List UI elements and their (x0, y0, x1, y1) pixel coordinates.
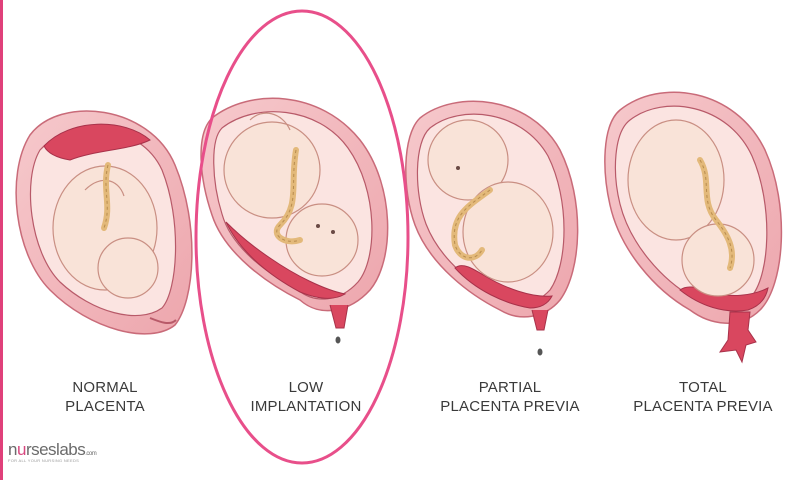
caption-line-1: TOTAL (618, 378, 788, 397)
uterus-normal-placenta (16, 111, 192, 334)
logo-prefix: n (8, 440, 17, 459)
logo-tld: .com (85, 451, 96, 457)
logo-wordmark: nurseslabs.com (8, 440, 96, 460)
caption-line-1: PARTIAL (420, 378, 600, 397)
caption-line-1: LOW (236, 378, 376, 397)
caption-low-implantation: LOW IMPLANTATION (236, 378, 376, 416)
logo-suffix: rseslabs (26, 440, 85, 459)
caption-line-2: IMPLANTATION (236, 397, 376, 416)
caption-line-1: NORMAL (30, 378, 180, 397)
uterus-partial-placenta-previa (406, 101, 578, 355)
logo-accent: u (17, 440, 26, 459)
caption-normal-placenta: NORMAL PLACENTA (30, 378, 180, 416)
caption-line-2: PLACENTA PREVIA (420, 397, 600, 416)
uterus-low-implantation (201, 98, 388, 343)
uterus-total-placenta-previa (605, 92, 782, 362)
caption-total-placenta-previa: TOTAL PLACENTA PREVIA (618, 378, 788, 416)
caption-line-2: PLACENTA PREVIA (618, 397, 788, 416)
caption-partial-placenta-previa: PARTIAL PLACENTA PREVIA (420, 378, 600, 416)
nurseslabs-logo: nurseslabs.com FOR ALL YOUR NURSING NEED… (8, 440, 96, 463)
caption-line-2: PLACENTA (30, 397, 180, 416)
